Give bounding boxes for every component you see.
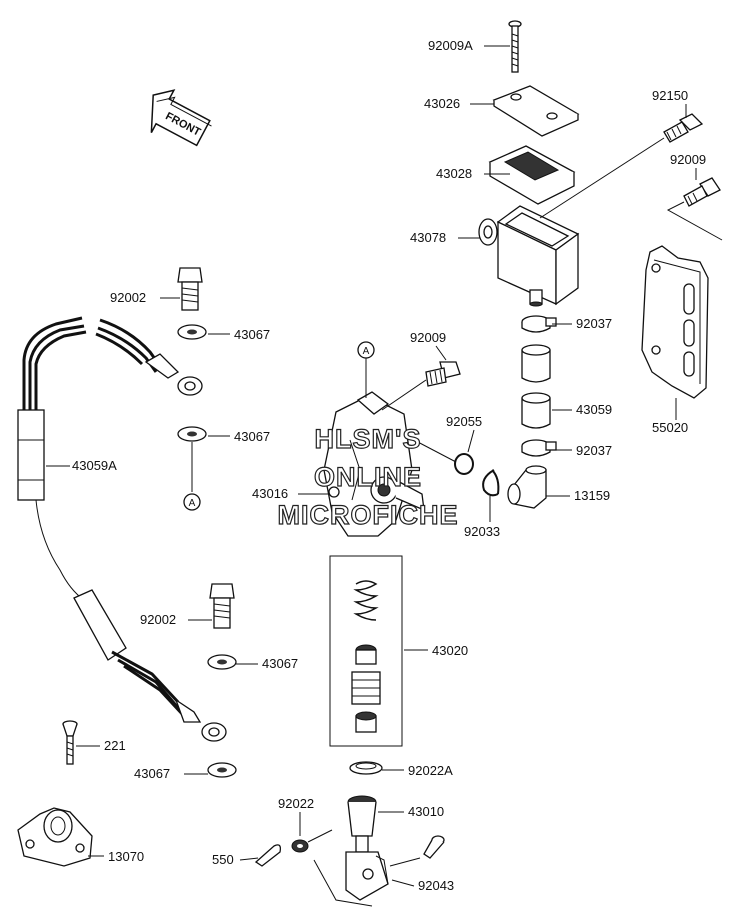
label-550: 550 <box>212 852 234 867</box>
circlip-92022A <box>349 761 383 775</box>
diaphragm-43028 <box>488 145 576 205</box>
leader-lines <box>46 45 697 887</box>
piston-kit-43020 <box>329 555 403 747</box>
label-43016: 43016 <box>252 486 288 501</box>
label-43067-1: 43067 <box>234 327 270 342</box>
banjo-bolt-92002-top <box>177 267 203 311</box>
label-92022: 92022 <box>278 796 314 811</box>
front-direction-arrow: FRONT <box>150 89 212 147</box>
watermark-line-1: HLSM'S <box>315 424 422 454</box>
master-cylinder-43078 <box>478 205 580 307</box>
label-43010: 43010 <box>408 804 444 819</box>
label-13159: 13159 <box>574 488 610 503</box>
washer-92022 <box>291 839 309 853</box>
part-labels: 92009A 43026 92150 43028 92009 43078 920… <box>72 38 706 893</box>
master-cylinder-43016 <box>323 391 425 537</box>
watermark-line-3: MICROFICHE <box>278 500 459 530</box>
cotter-pin-550 <box>254 844 282 867</box>
label-43067-4: 43067 <box>134 766 170 781</box>
label-43078: 43078 <box>410 230 446 245</box>
label-43067-2: 43067 <box>234 429 270 444</box>
svg-text:A: A <box>363 346 370 357</box>
hose-43059 <box>521 344 551 429</box>
bolt-92150 <box>663 113 704 143</box>
label-92043: 92043 <box>418 878 454 893</box>
label-13070: 13070 <box>108 849 144 864</box>
bolt-92009-top <box>683 177 721 207</box>
label-43020: 43020 <box>432 643 468 658</box>
bolt-92009-mid <box>425 361 461 387</box>
label-92009A: 92009A <box>428 38 473 53</box>
screw-221 <box>62 720 78 765</box>
push-rod-43010 <box>345 795 389 901</box>
label-92150: 92150 <box>652 88 688 103</box>
label-43067-3: 43067 <box>262 656 298 671</box>
label-92009-top: 92009 <box>670 152 706 167</box>
brake-hose-43059A <box>17 316 227 742</box>
pin-92043 <box>389 835 445 867</box>
banjo-bolt-92002-bottom <box>209 583 235 629</box>
label-43059: 43059 <box>576 402 612 417</box>
label-43059A: 43059A <box>72 458 117 473</box>
label-92037-bottom: 92037 <box>576 443 612 458</box>
label-55020: 55020 <box>652 420 688 435</box>
watermark-line-2: ONLINE <box>314 462 422 492</box>
bracket-13070 <box>17 807 93 867</box>
label-92002-bottom: 92002 <box>140 612 176 627</box>
clamp-92037-bottom <box>521 439 557 457</box>
label-92009-mid: 92009 <box>410 330 446 345</box>
circlip-92033 <box>482 469 500 497</box>
label-92037-top: 92037 <box>576 316 612 331</box>
screw-92009A <box>508 20 522 73</box>
leader-92150 <box>539 137 665 219</box>
o-ring-92055 <box>454 453 474 475</box>
label-92022A: 92022A <box>408 763 453 778</box>
callout-a-center: A <box>357 341 375 398</box>
label-92002-top: 92002 <box>110 290 146 305</box>
label-43026: 43026 <box>424 96 460 111</box>
label-92033: 92033 <box>464 524 500 539</box>
label-221: 221 <box>104 738 126 753</box>
svg-text:A: A <box>189 498 196 509</box>
label-92055: 92055 <box>446 414 482 429</box>
clamp-92037-top <box>521 315 557 333</box>
watermark: HLSM'S ONLINE MICROFICHE <box>277 423 459 530</box>
callout-a-left: A <box>183 493 201 511</box>
guard-55020 <box>641 245 709 399</box>
label-43028: 43028 <box>436 166 472 181</box>
elbow-fitting-13159 <box>507 465 547 509</box>
cap-43026 <box>492 85 580 137</box>
